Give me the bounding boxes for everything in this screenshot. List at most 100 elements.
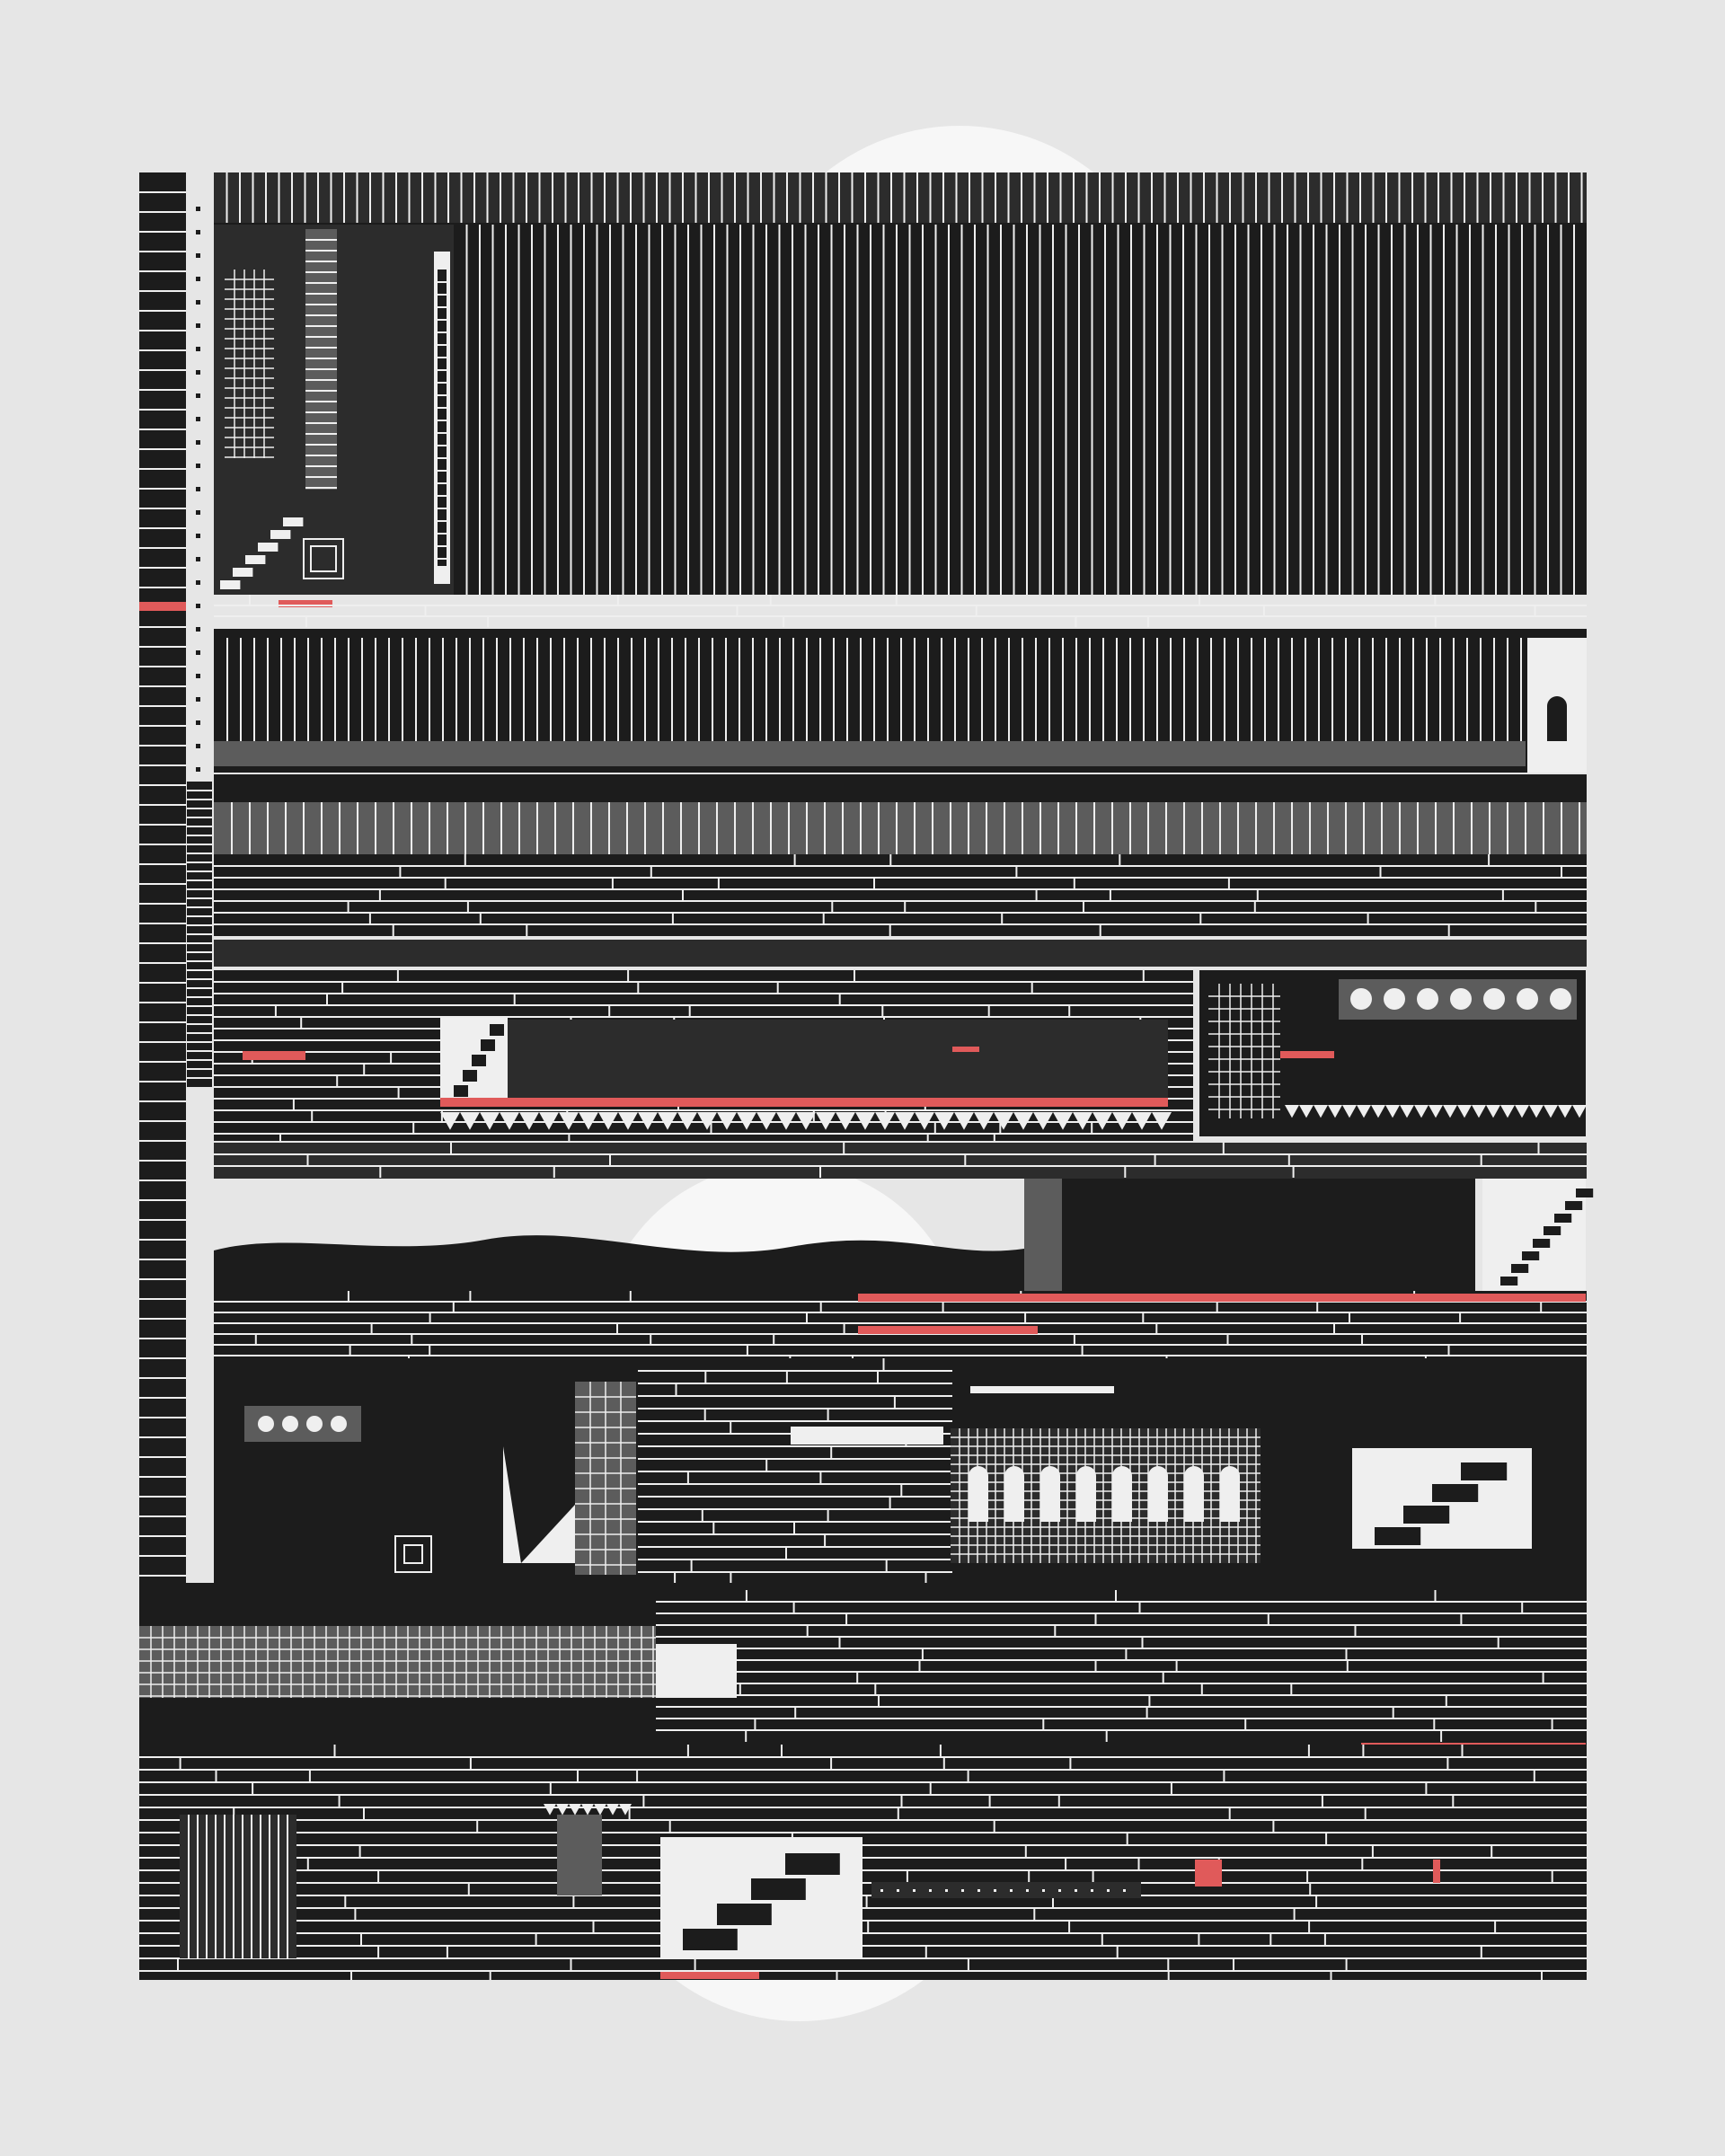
grid-slab bbox=[139, 1626, 656, 1698]
second-band-stripes bbox=[226, 638, 1522, 741]
stair-step bbox=[283, 517, 304, 526]
dark-sky-panel bbox=[1062, 1179, 1475, 1291]
stair-step bbox=[472, 1055, 486, 1066]
gap-dot bbox=[196, 580, 200, 585]
gap-dot bbox=[196, 720, 200, 725]
gap-dot bbox=[196, 697, 200, 702]
tower-base-rows bbox=[214, 595, 1587, 627]
accent-square bbox=[1195, 1860, 1222, 1886]
middle-base-rows bbox=[214, 1143, 1587, 1178]
arch-window bbox=[1004, 1466, 1024, 1522]
nested-square bbox=[394, 1535, 432, 1573]
lower-band-rows bbox=[214, 1291, 1587, 1358]
ladder-rungs bbox=[187, 790, 212, 1079]
horizon-pillar bbox=[1024, 1179, 1062, 1291]
arch-window bbox=[1148, 1466, 1168, 1522]
stair-step bbox=[1500, 1277, 1518, 1286]
dot-row bbox=[880, 1889, 1126, 1892]
bottom-base-rows bbox=[139, 1745, 1587, 1980]
stair-step bbox=[1403, 1506, 1450, 1524]
porthole bbox=[1417, 988, 1438, 1010]
arch-window bbox=[1112, 1466, 1132, 1522]
gap-dot bbox=[196, 510, 200, 515]
band-shadow bbox=[214, 741, 1526, 766]
porthole bbox=[331, 1416, 347, 1432]
nested-square bbox=[403, 1544, 423, 1564]
third-band bbox=[214, 774, 1587, 936]
stair-step bbox=[1432, 1484, 1479, 1502]
window-strip bbox=[871, 1882, 1141, 1898]
dot bbox=[1123, 1889, 1126, 1892]
grid-slab-lines bbox=[139, 1626, 656, 1698]
dot bbox=[1026, 1889, 1029, 1892]
dot bbox=[978, 1889, 980, 1892]
gap-dot bbox=[196, 440, 200, 445]
stair-step bbox=[1576, 1188, 1594, 1197]
bottom-tower bbox=[557, 1815, 602, 1895]
stair-step bbox=[490, 1024, 504, 1036]
gap-dot bbox=[196, 370, 200, 375]
stair-step bbox=[481, 1039, 495, 1051]
accent-bar bbox=[660, 1972, 759, 1979]
stair-step bbox=[1461, 1462, 1508, 1480]
porthole bbox=[306, 1416, 323, 1432]
porthole bbox=[1450, 988, 1472, 1010]
dot bbox=[1058, 1889, 1061, 1892]
dot bbox=[929, 1889, 932, 1892]
third-band-stripes bbox=[231, 802, 1580, 854]
accent-bar bbox=[1280, 1051, 1334, 1058]
gap-dot bbox=[196, 417, 200, 421]
stair-step bbox=[1544, 1226, 1561, 1235]
third-band-gray bbox=[214, 802, 1587, 854]
top-tower-stripes bbox=[465, 225, 1575, 595]
porthole bbox=[1384, 988, 1405, 1010]
porthole bbox=[1517, 988, 1538, 1010]
bottom-column-lines bbox=[188, 1815, 288, 1958]
dot bbox=[1010, 1889, 1013, 1892]
stair-step bbox=[463, 1070, 477, 1082]
tower-grid bbox=[225, 270, 274, 458]
dot bbox=[994, 1889, 996, 1892]
dotted-band bbox=[214, 940, 1587, 967]
stair-step bbox=[454, 1085, 468, 1097]
stair-step bbox=[1511, 1264, 1529, 1273]
stair-step bbox=[220, 580, 241, 589]
gap-dot bbox=[196, 534, 200, 538]
dot bbox=[1091, 1889, 1093, 1892]
zigzag-frieze bbox=[440, 1112, 1172, 1130]
window-strip bbox=[791, 1427, 943, 1445]
stair-step bbox=[751, 1878, 806, 1900]
third-band-rows bbox=[214, 854, 1587, 936]
grid-tower-lines bbox=[575, 1382, 636, 1575]
gap-dot bbox=[196, 767, 200, 772]
middle-base bbox=[214, 1143, 1587, 1179]
porthole bbox=[1350, 988, 1372, 1010]
accent-bar bbox=[279, 600, 332, 607]
gap-dot bbox=[196, 347, 200, 351]
accent-bar bbox=[1433, 1860, 1440, 1883]
gap-dot bbox=[196, 604, 200, 608]
window-strip bbox=[970, 1386, 1114, 1393]
dot bbox=[913, 1889, 916, 1892]
lower-slab-rows bbox=[656, 1590, 1587, 1742]
dot bbox=[1042, 1889, 1045, 1892]
porthole bbox=[1550, 988, 1571, 1010]
gap-dot bbox=[196, 464, 200, 468]
stair-step bbox=[1533, 1239, 1551, 1248]
dot bbox=[961, 1889, 964, 1892]
tower-ladder-inner bbox=[438, 270, 447, 566]
gap-dot bbox=[196, 323, 200, 328]
gap-dot bbox=[196, 650, 200, 655]
arch-window bbox=[1076, 1466, 1096, 1522]
stair-step bbox=[245, 555, 266, 564]
gap-dot bbox=[196, 557, 200, 561]
accent-bar bbox=[243, 1051, 305, 1060]
nested-square bbox=[310, 545, 337, 572]
stair-step bbox=[785, 1853, 840, 1875]
bottom-columns bbox=[180, 1815, 296, 1958]
city-composition bbox=[139, 172, 1594, 1980]
bottom-base bbox=[139, 1745, 1587, 1980]
pillar-rows bbox=[305, 239, 337, 489]
arch-window bbox=[969, 1466, 988, 1522]
